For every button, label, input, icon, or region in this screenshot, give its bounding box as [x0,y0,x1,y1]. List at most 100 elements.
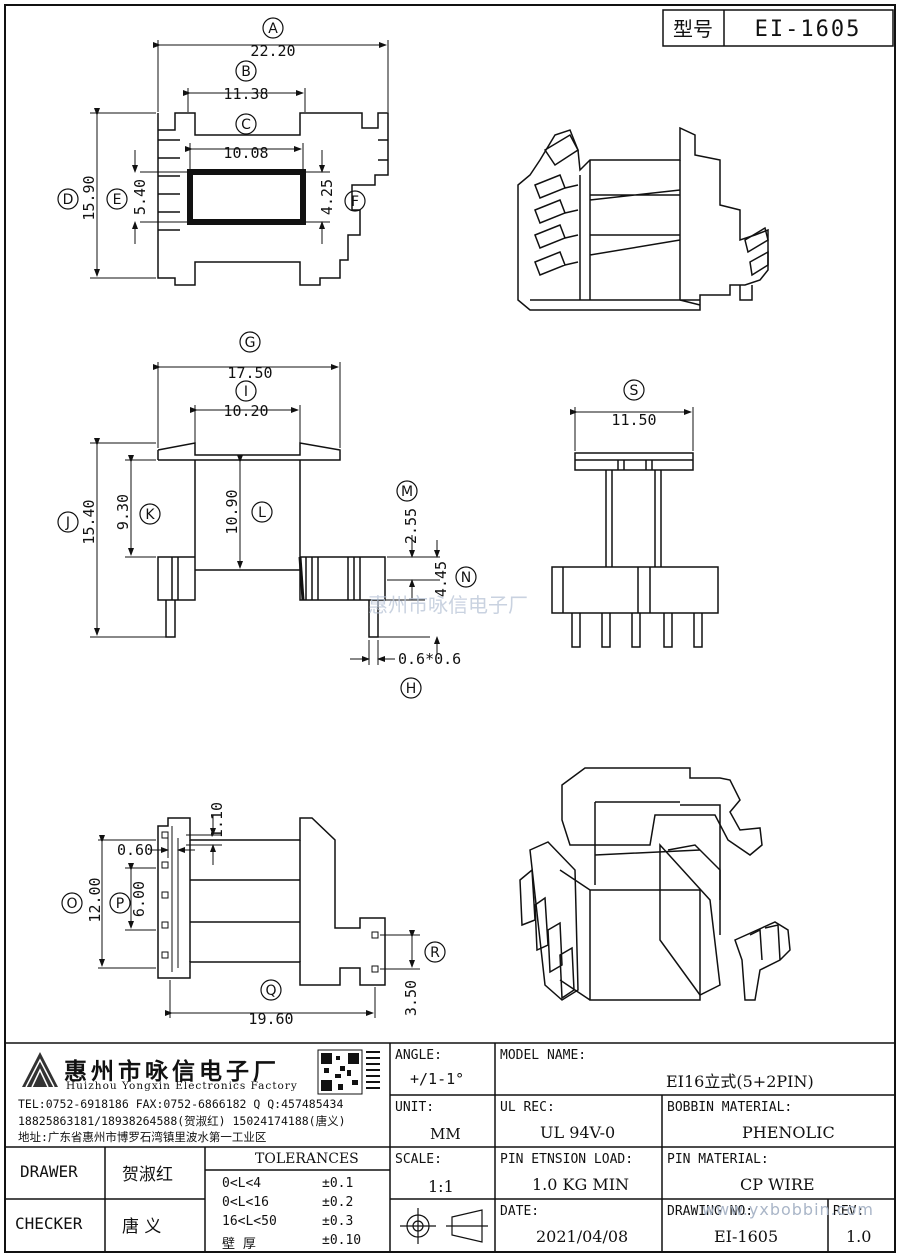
dim-letter-c: C [241,117,251,133]
tolerance-value-3: ±0.3 [322,1214,354,1229]
pin-material-value: CP WIRE [740,1175,815,1194]
dim-a-value: 22.20 [250,42,295,60]
dim-letter-m: M [401,484,413,500]
model-header-box: 型号 EI-1605 [662,9,894,47]
model-name-value: EI16立式(5+2PIN) [666,1072,814,1091]
company-logo [22,1052,58,1088]
dim-m-value: 2.55 [402,508,420,544]
dim-q-value: 19.60 [248,1010,293,1028]
top-view [90,40,389,286]
dim-letter-p: P [116,896,124,912]
dim-h-value: 0.6*0.6 [398,650,461,668]
dim-letter-a: A [268,21,278,37]
rev-value: 1.0 [846,1227,872,1246]
dim-letter-e: E [113,192,122,208]
dim-letter-q: Q [265,983,276,999]
ul-rec-label: UL REC: [500,1100,555,1115]
dim-e-value: 5.40 [131,179,149,215]
bobbin-material-value: PHENOLIC [742,1123,835,1142]
dim-k-value: 9.30 [114,494,132,530]
drawer-value: 贺淑红 [122,1165,173,1185]
top-view-slots [158,139,180,231]
dim-r-value: 3.50 [402,980,420,1016]
watermark-text: 惠州市咏信电子厂 [368,593,528,617]
dim-letter-s: S [630,383,639,399]
pin-load-value: 1.0 KG MIN [532,1175,630,1194]
drawing-no-label: DRAWING NO: [667,1204,754,1219]
dim-letter-h: H [406,681,417,697]
side-view-dims: S 11.50 [611,379,657,429]
dim-l-value: 10.90 [223,489,241,534]
dim-c-value: 10.08 [223,144,268,162]
company-name: 惠州市咏信电子厂 [64,1058,280,1085]
top-view-outline [157,112,389,286]
dim-letter-j: J [65,515,70,531]
dim-j-value: 15.40 [80,499,98,544]
tolerance-range-1: 0<L<4 [222,1176,262,1191]
tolerance-range-4: 壁 厚 [222,1237,256,1252]
date-label: DATE: [500,1204,540,1219]
tolerance-value-1: ±0.1 [322,1176,354,1191]
dim-p-value: 6.00 [130,881,148,917]
company-name-en: Huizhou Yongxin Electronics Factory [66,1080,298,1092]
scale-value: 1:1 [428,1177,454,1196]
dim-letter-i: I [244,384,248,400]
dim-o-value: 12.00 [86,877,104,922]
bobbin-material-label: BOBBIN MATERIAL: [667,1100,793,1115]
dim-letter-d: D [63,192,74,208]
dim-0-60-value: 0.60 [117,841,153,859]
dim-letter-n: N [461,570,471,586]
dim-b-value: 11.38 [223,85,268,103]
dim-letter-r: R [430,945,440,961]
angle-label: ANGLE: [395,1048,442,1063]
dim-d-value: 15.90 [80,175,98,220]
drawing-no-value: EI-1605 [714,1227,779,1246]
dim-letter-b: B [241,64,251,80]
angle-value: +/1-1° [410,1070,465,1088]
dim-letter-g: G [245,335,256,351]
center-window [187,169,306,225]
front-view-dims: G 17.50 I 10.20 J 15.40 K 9.30 L 10.90 M… [57,331,477,699]
side-view [551,407,719,648]
tolerance-range-2: 0<L<16 [222,1195,269,1210]
qr-code [317,1049,380,1095]
bottom-view [98,815,420,1018]
dim-1-10-value: 1.10 [208,802,226,838]
tolerance-value-2: ±0.2 [322,1195,354,1210]
unit-value: MM [430,1125,461,1143]
date-value: 2021/04/08 [536,1227,629,1246]
model-name-label: MODEL NAME: [500,1048,587,1063]
drawer-label: DRAWER [20,1162,78,1181]
model-label: 型号 [673,17,713,41]
dim-i-value: 10.20 [223,402,268,420]
projection-symbol [400,1208,488,1244]
dim-f-value: 4.25 [318,179,336,215]
sheet-border [4,4,896,1253]
dim-letter-f: F [351,194,359,210]
site-watermark: www.yxbobbin.com [702,1200,874,1219]
company-contact-line1: TEL:0752-6918186 FAX:0752-6866182 Q Q:45… [18,1097,344,1111]
pin-load-label: PIN ETNSION LOAD: [500,1152,634,1167]
dim-letter-l: L [258,505,266,521]
tolerances-title: TOLERANCES [255,1151,359,1167]
rev-label: REV: [833,1204,865,1219]
dim-letter-k: K [145,507,155,523]
tolerance-value-4: ±0.10 [322,1233,362,1248]
title-block-grid [5,1042,895,1252]
dim-n-value: 4.45 [432,561,450,597]
pin-material-label: PIN MATERIAL: [667,1152,769,1167]
ul-rec-value: UL 94V-0 [540,1123,616,1142]
model-value: EI-1605 [755,17,862,42]
company-contact-line2: 18825863181/18938264588(贺淑红) 15024174188… [18,1114,346,1128]
tolerance-range-3: 16<L<50 [222,1214,277,1229]
checker-label: CHECKER [15,1214,83,1233]
scale-label: SCALE: [395,1152,442,1167]
unit-label: UNIT: [395,1100,435,1115]
checker-value: 唐 义 [122,1217,162,1237]
isometric-view-bottom [519,767,791,1001]
top-view-dims: A 22.20 B 11.38 C 10.08 D 15.90 E 5.40 F… [57,17,366,221]
isometric-view-top [517,126,769,311]
dim-g-value: 17.50 [227,364,272,382]
